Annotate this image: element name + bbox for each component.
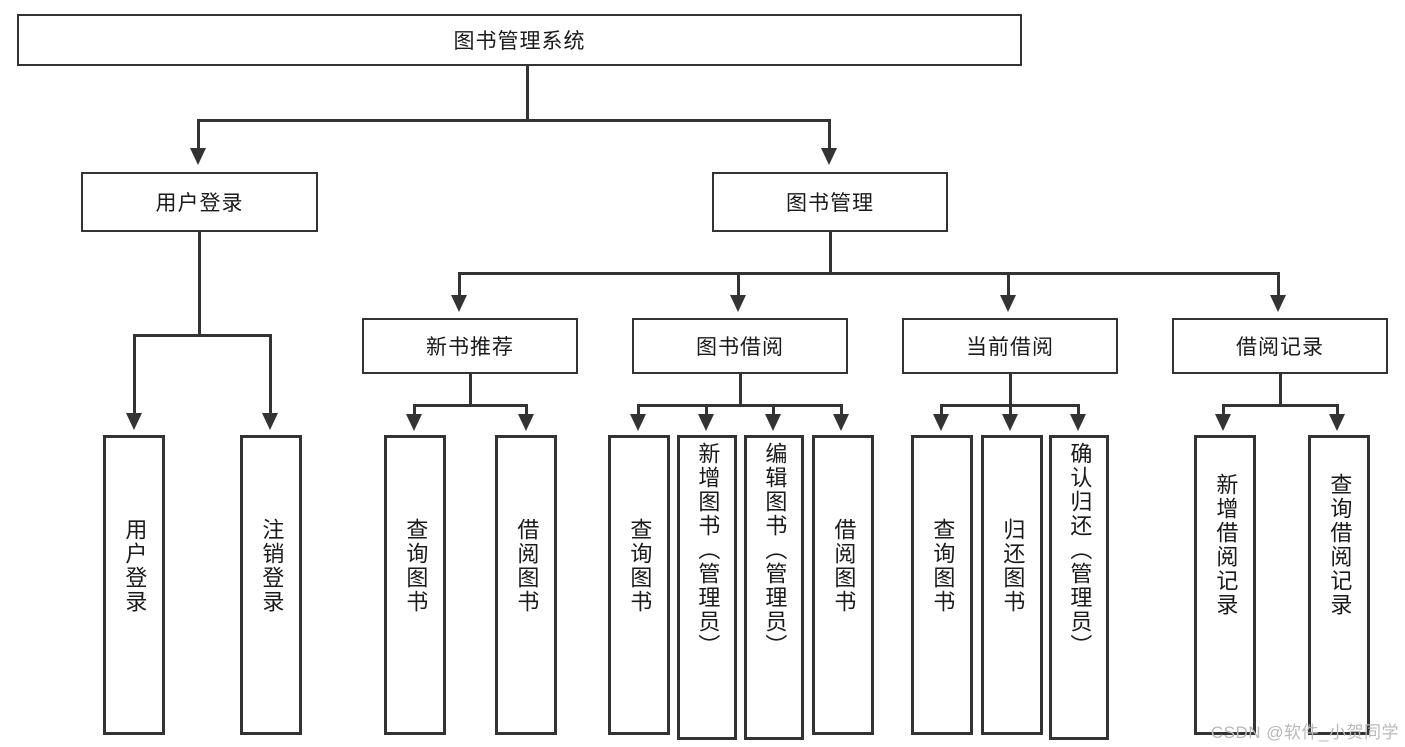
connector-current-borrow-leaf-2 bbox=[1009, 404, 1012, 416]
leaf-query-book-current[interactable]: 查询图书 bbox=[911, 435, 973, 735]
arrow-to-user-login bbox=[190, 148, 206, 165]
connector-book-borrow-trunk bbox=[739, 374, 742, 406]
leaf-add-borrow-record[interactable]: 新增借阅记录 bbox=[1194, 435, 1256, 735]
connector-new-book-trunk bbox=[469, 374, 472, 406]
leaf-label: 查询图书 bbox=[627, 518, 653, 614]
connector-root-bus bbox=[197, 119, 831, 122]
connector-root-trunk bbox=[526, 66, 529, 121]
arrow-leaf-query-book-1 bbox=[406, 414, 422, 431]
node-label: 借阅记录 bbox=[1236, 336, 1324, 359]
leaf-query-book-recommend[interactable]: 查询图书 bbox=[384, 435, 446, 735]
leaf-borrow-book-recommend[interactable]: 借阅图书 bbox=[495, 435, 557, 735]
connector-borrow-record-leaf-2 bbox=[1336, 404, 1339, 416]
leaf-logout[interactable]: 注销登录 bbox=[240, 435, 302, 735]
connector-new-book-leaf-2 bbox=[525, 404, 528, 416]
leaf-label: 编辑图书（管理员） bbox=[762, 442, 788, 658]
leaf-label: 注销登录 bbox=[259, 518, 285, 614]
connector-book-borrow-leaf-2 bbox=[705, 404, 708, 416]
arrow-leaf-borrow-book-2 bbox=[833, 414, 849, 431]
connector-current-borrow-trunk bbox=[1009, 374, 1012, 406]
leaf-label: 查询借阅记录 bbox=[1327, 473, 1353, 617]
connector-book-borrow-leaf-3 bbox=[772, 404, 775, 416]
node-root-system[interactable]: 图书管理系统 bbox=[17, 14, 1022, 66]
node-book-borrow[interactable]: 图书借阅 bbox=[632, 318, 848, 374]
leaf-query-book-borrow[interactable]: 查询图书 bbox=[608, 435, 670, 735]
connector-borrow-record-bus bbox=[1222, 404, 1339, 407]
node-label: 图书借阅 bbox=[696, 336, 784, 359]
connector-to-book-borrow bbox=[737, 272, 740, 297]
leaf-borrow-book[interactable]: 借阅图书 bbox=[812, 435, 874, 735]
arrow-to-borrow-record bbox=[1270, 295, 1286, 312]
connector-root-to-user-login bbox=[197, 119, 200, 150]
leaf-label: 用户登录 bbox=[122, 518, 148, 614]
leaf-add-book[interactable]: 新增图书（管理员） bbox=[677, 435, 737, 740]
leaf-return-book[interactable]: 归还图书 bbox=[981, 435, 1043, 735]
csdn-watermark: CSDN @软件_小贺同学 bbox=[1210, 723, 1399, 742]
leaf-label: 确认归还（管理员） bbox=[1067, 442, 1093, 658]
connector-to-current-borrow bbox=[1007, 272, 1010, 297]
arrow-leaf-logout bbox=[262, 413, 278, 430]
node-label: 当前借阅 bbox=[966, 336, 1054, 359]
leaf-confirm-return[interactable]: 确认归还（管理员） bbox=[1049, 435, 1109, 740]
arrow-leaf-return-book bbox=[1002, 414, 1018, 431]
connector-new-book-leaf-1 bbox=[413, 404, 416, 416]
node-current-borrow[interactable]: 当前借阅 bbox=[902, 318, 1118, 374]
node-new-book-recommend[interactable]: 新书推荐 bbox=[362, 318, 578, 374]
leaf-edit-book[interactable]: 编辑图书（管理员） bbox=[744, 435, 804, 740]
node-borrow-record[interactable]: 借阅记录 bbox=[1172, 318, 1388, 374]
node-book-management[interactable]: 图书管理 bbox=[712, 172, 948, 232]
arrow-leaf-edit-book bbox=[765, 414, 781, 431]
leaf-label: 借阅图书 bbox=[514, 518, 540, 614]
leaf-label: 查询图书 bbox=[403, 518, 429, 614]
node-label: 图书管理系统 bbox=[453, 30, 586, 53]
node-user-login[interactable]: 用户登录 bbox=[81, 172, 318, 232]
connector-book-borrow-leaf-4 bbox=[840, 404, 843, 416]
leaf-label: 归还图书 bbox=[1000, 518, 1026, 614]
arrow-leaf-add-record bbox=[1215, 414, 1231, 431]
arrow-leaf-user-login bbox=[126, 413, 142, 430]
connector-current-borrow-leaf-1 bbox=[940, 404, 943, 416]
connector-root-to-book-mgmt bbox=[828, 119, 831, 150]
connector-borrow-record-leaf-1 bbox=[1222, 404, 1225, 416]
arrow-leaf-add-book bbox=[698, 414, 714, 431]
connector-book-borrow-bus bbox=[637, 404, 843, 407]
arrow-leaf-borrow-book-1 bbox=[518, 414, 534, 431]
connector-user-login-leaf-1 bbox=[133, 334, 136, 415]
connector-to-new-book bbox=[458, 272, 461, 297]
arrow-leaf-query-book-2 bbox=[630, 414, 646, 431]
connector-current-borrow-leaf-3 bbox=[1077, 404, 1080, 416]
node-label: 新书推荐 bbox=[426, 336, 514, 359]
arrow-to-book-mgmt bbox=[821, 148, 837, 165]
leaf-user-login[interactable]: 用户登录 bbox=[103, 435, 165, 735]
connector-user-login-bus bbox=[133, 334, 272, 337]
arrow-leaf-query-record bbox=[1329, 414, 1345, 431]
connector-borrow-record-trunk bbox=[1279, 374, 1282, 406]
node-label: 用户登录 bbox=[155, 192, 244, 215]
connector-book-borrow-leaf-1 bbox=[637, 404, 640, 416]
arrow-leaf-query-book-3 bbox=[933, 414, 949, 431]
node-label: 图书管理 bbox=[786, 192, 874, 215]
arrow-to-current-borrow bbox=[1000, 295, 1016, 312]
leaf-label: 查询图书 bbox=[930, 518, 956, 614]
connector-new-book-bus bbox=[413, 404, 528, 407]
leaf-query-borrow-record[interactable]: 查询借阅记录 bbox=[1308, 435, 1370, 735]
arrow-to-new-book bbox=[451, 295, 467, 312]
leaf-label: 新增借阅记录 bbox=[1213, 473, 1239, 617]
arrow-leaf-confirm-return bbox=[1070, 414, 1086, 431]
arrow-to-book-borrow bbox=[730, 295, 746, 312]
connector-user-login-trunk bbox=[198, 232, 201, 336]
connector-to-borrow-record bbox=[1277, 272, 1280, 297]
leaf-label: 新增图书（管理员） bbox=[695, 442, 721, 658]
connector-book-mgmt-bus bbox=[458, 272, 1280, 275]
leaf-label: 借阅图书 bbox=[831, 518, 857, 614]
connector-book-mgmt-trunk bbox=[829, 232, 832, 274]
connector-user-login-leaf-2 bbox=[269, 334, 272, 415]
